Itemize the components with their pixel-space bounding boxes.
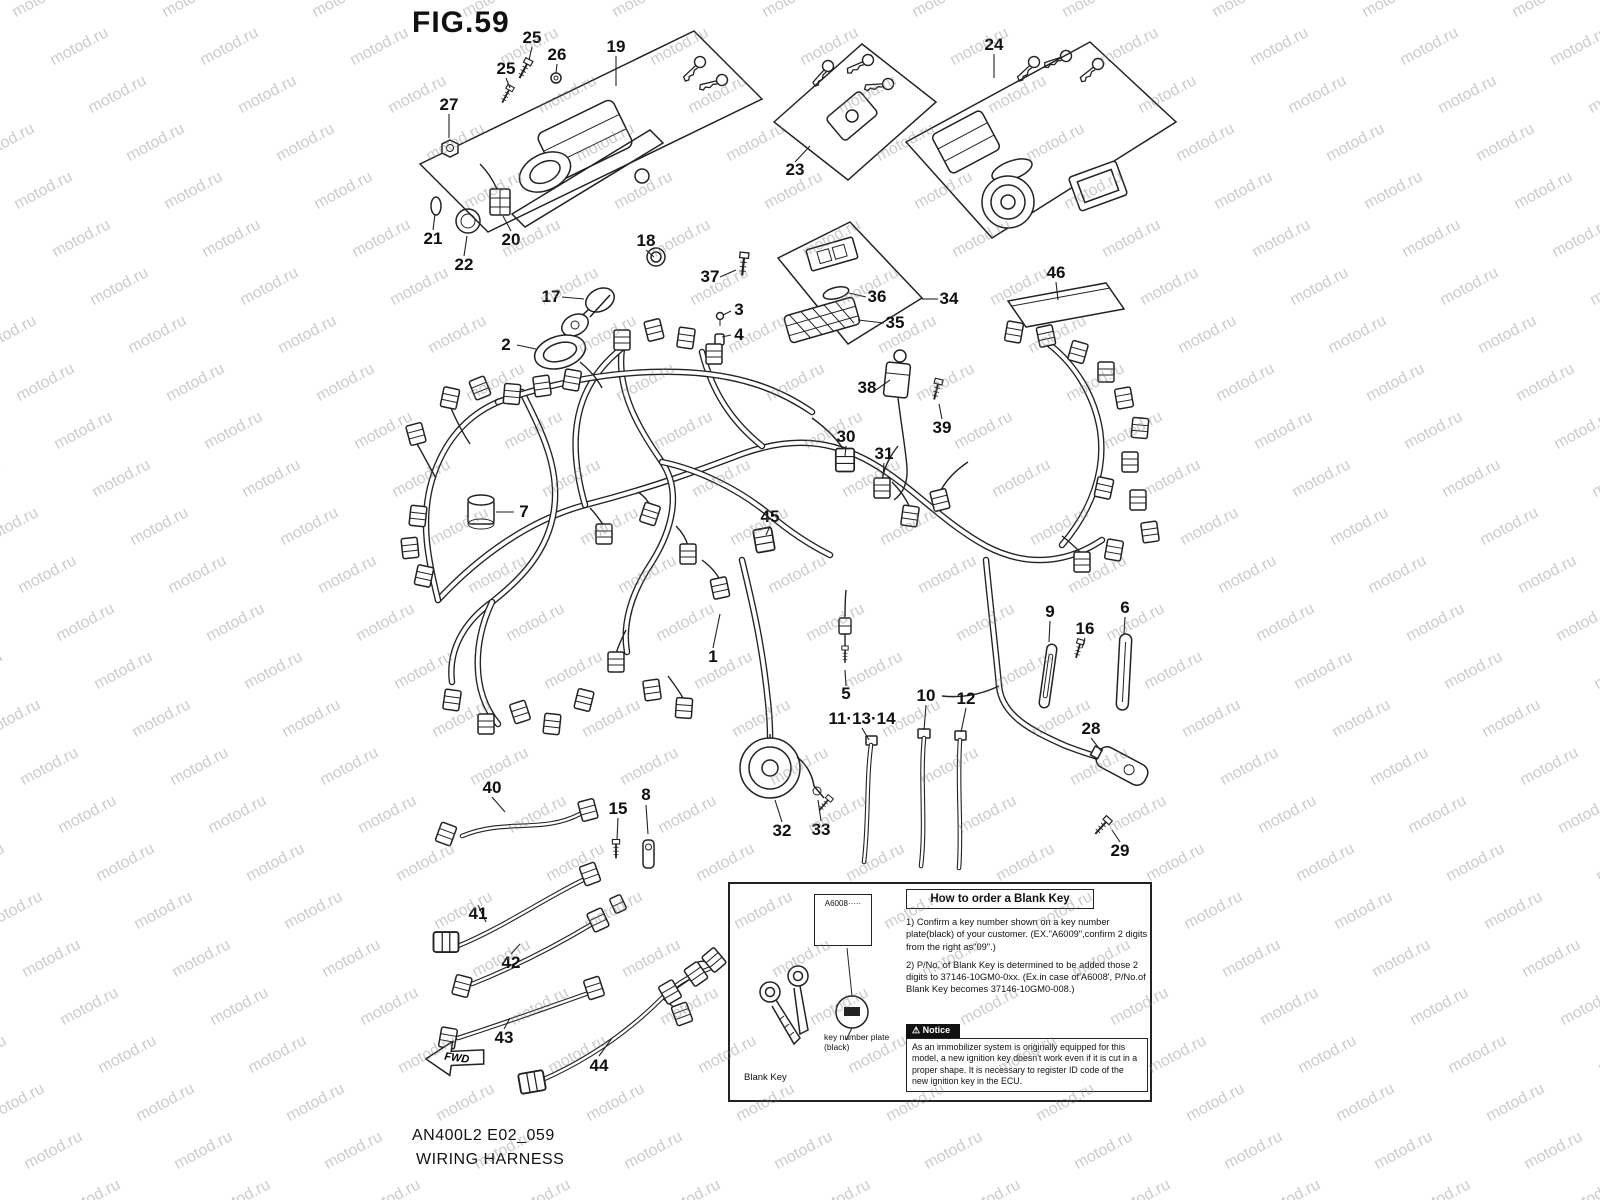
cable-ties [861,728,967,871]
notice-text: As an immobilizer system is originally e… [906,1038,1148,1092]
screw-16 [1071,637,1086,660]
blank-key-instructions: 1) Confirm a key number shown on a key n… [906,916,1148,1002]
horn-32 [739,734,835,814]
notice-title: Notice [922,1025,951,1035]
sub-harnesses [432,797,728,1095]
hook-6 [1115,633,1133,711]
fwd-arrow: FWD [424,1039,485,1077]
bracket-8 [642,839,655,869]
accessory-socket-17 [561,247,666,337]
bolt-5 [838,617,852,664]
switch-28 [1089,745,1149,838]
key-number-plate-box: A6008····· [814,894,872,946]
assembly-box-ignition-19 [418,30,764,233]
blank-key-box-title: How to order a Blank Key [906,889,1094,909]
notice-header: ⚠ Notice [906,1024,961,1038]
leader-lines [432,46,1126,1057]
key-number-plate-caption: key number plate (black) [824,1032,890,1053]
screw-15 [611,838,621,860]
blank-key-info-box: A6008····· key number plate (black) Blan… [728,882,1152,1102]
cover-cap-2 [533,334,603,389]
figure-title: FIG.59 [412,6,510,39]
footer-title: WIRING HARNESS [416,1151,565,1168]
small-fasteners [430,56,751,346]
assembly-box-bracket-23 [772,43,938,181]
assembly-box-sensor-34 [776,221,924,345]
relay-switch-38 [882,349,945,501]
clip-9 [1038,643,1058,709]
assembly-box-ignition-24 [904,41,1178,239]
blank-key-instruction-1: 1) Confirm a key number shown on a key n… [906,917,1148,952]
notice-section: ⚠ Notice As an immobilizer system is ori… [906,1020,1148,1092]
blank-key-instruction-2: 2) P/No. of Blank Key is determined to b… [906,959,1146,995]
warning-icon: ⚠ [912,1025,921,1035]
rubber-cap-7 [467,494,495,530]
harness-trunks [422,341,1116,765]
footer-code: AN400L2 E02_059 [412,1127,555,1144]
blank-key-caption: Blank Key [744,1072,787,1083]
sticker-46 [1006,282,1126,328]
blank-key-illustration [759,947,869,1046]
fwd-label: FWD [444,1051,471,1066]
